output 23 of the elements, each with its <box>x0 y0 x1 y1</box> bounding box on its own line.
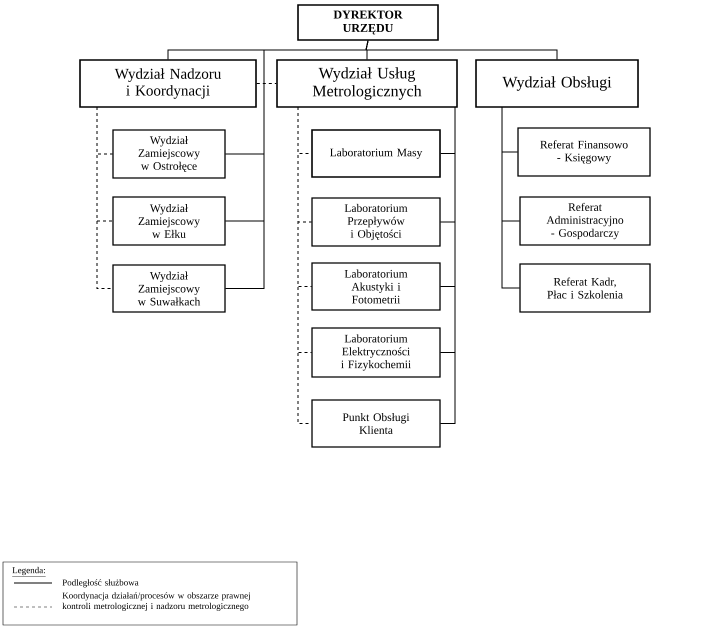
connector-line <box>256 83 277 84</box>
org-box: Wydział Zamiejscowy w Ełku <box>112 196 226 246</box>
org-box: Wydział Usług Metrologicznych <box>276 59 458 108</box>
connector-line <box>96 106 113 289</box>
org-box: Wydział Zamiejscowy w Ostrołęce <box>112 129 226 179</box>
org-box: Punkt Obsługi Klienta <box>311 399 441 448</box>
org-box: Wydział Nadzoru i Koordynacji <box>79 59 257 108</box>
org-box: Referat Administracyjno - Gospodarczy <box>519 196 651 246</box>
legend-text: Koordynacja działań/procesów w obszarze prawnej kontroli metrologicznej i nadzoru metrologicznego <box>62 592 250 611</box>
connector-line <box>502 106 520 288</box>
connector-line <box>440 106 456 424</box>
legend-title: Legenda: <box>12 566 46 577</box>
org-box: Laboratorium Elektryczności i Fizykochemii <box>311 327 441 378</box>
org-box: Wydział Zamiejscowy w Suwałkach <box>112 264 226 313</box>
org-box: DYREKTOR URZĘDU <box>297 4 439 41</box>
org-box: Laboratorium Akustyki i Fotometrii <box>311 262 441 311</box>
legend-text: Podległość służbowa <box>62 579 139 588</box>
org-box: Referat Finansowo - Księgowy <box>517 127 651 177</box>
org-box: Wydział Obsługi <box>475 59 639 108</box>
org-box: Laboratorium Masy <box>311 129 441 178</box>
connector-line <box>225 40 368 289</box>
org-box: Referat Kadr, Płac i Szkolenia <box>519 263 651 313</box>
org-box: Laboratorium Przepływów i Objętości <box>311 197 441 247</box>
